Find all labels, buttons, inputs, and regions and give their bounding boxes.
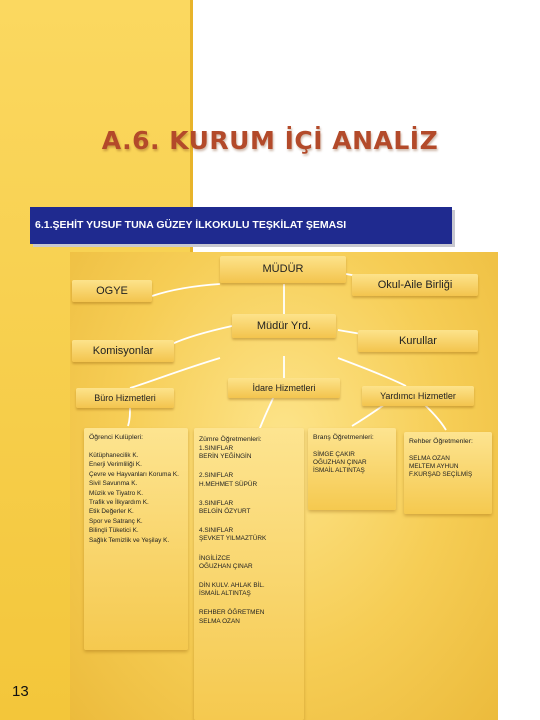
zumre-group-title: DİN KULV. AHLAK BİL.	[199, 582, 265, 590]
list-item: SİMGE ÇAKIR	[313, 451, 355, 458]
list-item: Etik Değerler K.	[89, 508, 134, 516]
list-item: MELTEM AYHUN	[409, 463, 459, 471]
zumre-group-teacher: İSMAİL ALTINTAŞ	[199, 590, 251, 598]
zumre-group-teacher: BELGİN ÖZYURT	[199, 508, 251, 516]
list-item: OĞUZHAN ÇINAR	[313, 459, 367, 467]
zumre-group-teacher: OĞUZHAN ÇINAR	[199, 562, 253, 570]
zumre-group-title: REHBER ÖĞRETMEN	[199, 609, 265, 617]
card-rehber-caption: Rehber Öğretmenler:	[409, 438, 473, 445]
connector-buro-kulupler	[127, 405, 131, 427]
node-yardimci-label: Yardımcı Hizmetler	[380, 391, 456, 401]
node-mudur-label: MÜDÜR	[262, 263, 304, 275]
node-buro: Büro Hizmetleri	[76, 388, 174, 408]
node-okul-aile-label: Okul-Aile Birliği	[377, 279, 453, 291]
connector-mudur-ogye	[151, 283, 221, 297]
zumre-group-title: 2.SINIFLAR	[199, 472, 234, 480]
list-item: İSMAİL ALTINTAŞ	[313, 467, 365, 475]
card-brans-ogretmenleri: Branş Öğretmenleri: SİMGE ÇAKIR OĞUZHAN …	[308, 428, 396, 510]
node-buro-label: Büro Hizmetleri	[94, 393, 156, 403]
card-kulupler-caption: Öğrenci Kulüpleri:	[89, 434, 144, 441]
node-ogye: OGYE	[72, 280, 152, 302]
card-ogrenci-kulupleri: Öğrenci Kulüpleri: Kütüphanecilik K. Ene…	[84, 428, 188, 650]
zumre-group-title: 4.SINIFLAR	[199, 527, 234, 535]
connector-yardimci-rehber	[421, 401, 447, 431]
zumre-group-title: İNGİLİZCE	[199, 554, 231, 562]
list-item: Müzik ve Tiyatro K.	[89, 489, 143, 497]
list-item: Çevre ve Hayvanları Koruma K.	[89, 470, 179, 478]
zumre-group-teacher: ŞEVKET YILMAZTÜRK	[199, 535, 267, 543]
list-item: Sağlık Temizlik ve Yeşilay K.	[89, 536, 170, 544]
node-mudur-yrd-label: Müdür Yrd.	[256, 320, 312, 332]
card-zumre-ogretmenleri: Zümre Öğretmenleri: 1.SINIFLAR BERİN YEĞ…	[194, 428, 304, 720]
zumre-group-teacher: H.MEHMET SÜPÜR	[199, 480, 258, 488]
zumre-group-title: 1.SINIFLAR	[199, 445, 234, 452]
page-number: 13	[12, 683, 29, 700]
node-yardimci: Yardımcı Hizmetler	[362, 386, 474, 406]
node-mudur-yrd: Müdür Yrd.	[232, 314, 336, 338]
node-idare: İdare Hizmetleri	[228, 378, 340, 398]
connector-yrd-buro	[129, 357, 221, 389]
zumre-group-title: 3.SINIFLAR	[199, 499, 234, 507]
list-item: Bilinçli Tüketici K.	[89, 527, 139, 535]
node-okul-aile: Okul-Aile Birliği	[352, 274, 478, 296]
zumre-group-teacher: BERİN YEĞİNGİN	[199, 453, 252, 461]
node-kurullar: Kurullar	[358, 330, 478, 352]
list-item: SELMA OZAN	[409, 455, 450, 462]
list-item: Kütüphanecilik K.	[89, 452, 139, 459]
card-brans-caption: Branş Öğretmenleri:	[313, 434, 374, 441]
connector-yrd-yardimci	[337, 357, 407, 387]
org-chart-header-band: 6.1.ŞEHİT YUSUF TUNA GÜZEY İLKOKULU TEŞK…	[30, 207, 452, 244]
page-title: A.6. KURUM İÇİ ANALİZ	[101, 126, 439, 155]
node-mudur: MÜDÜR	[220, 256, 346, 283]
node-komisyonlar: Komisyonlar	[72, 340, 174, 362]
connector-yrd-komisyon	[171, 325, 233, 345]
list-item: Sivil Savunma K.	[89, 480, 138, 488]
node-kurullar-label: Kurullar	[399, 335, 437, 347]
list-item: F.KURŞAD SEÇİLMİŞ	[409, 471, 473, 479]
list-item: Spor ve Satranç K.	[89, 517, 143, 525]
zumre-group-teacher: SELMA OZAN	[199, 617, 240, 625]
list-item: Trafik ve İlkyardım K.	[89, 499, 149, 507]
list-item: Enerji Verimliliği K.	[89, 461, 142, 469]
node-komisyonlar-label: Komisyonlar	[92, 345, 154, 357]
org-chart: MÜDÜR OGYE Okul-Aile Birliği Müdür Yrd. …	[70, 252, 498, 720]
node-ogye-label: OGYE	[96, 285, 128, 297]
node-idare-label: İdare Hizmetleri	[252, 383, 316, 393]
card-rehber-ogretmenler: Rehber Öğretmenler: SELMA OZAN MELTEM AY…	[404, 432, 492, 514]
card-zumre-caption: Zümre Öğretmenleri:	[199, 436, 262, 443]
